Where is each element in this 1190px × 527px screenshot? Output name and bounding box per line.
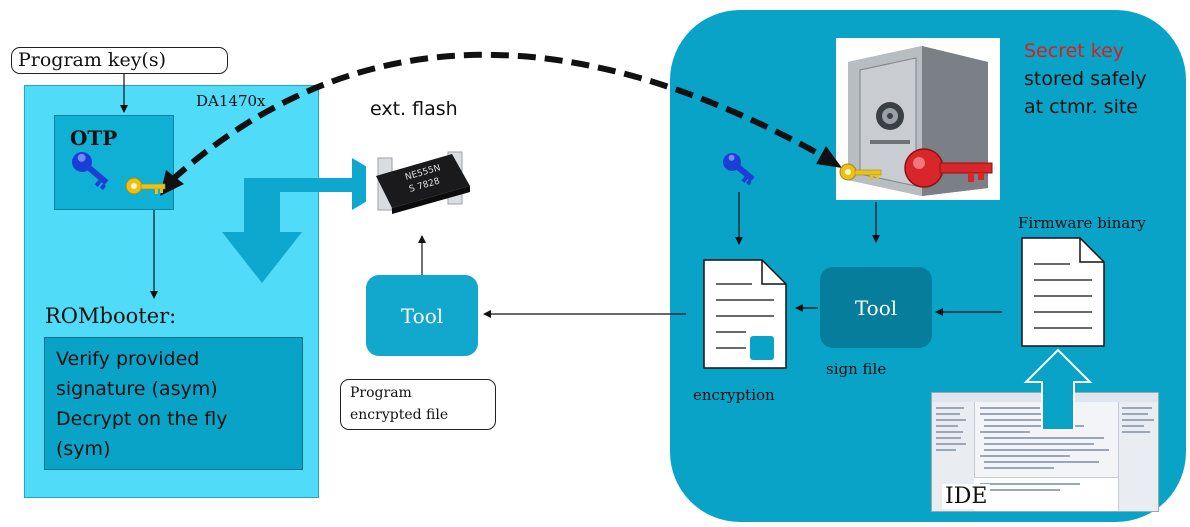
chip-icon: NE555N S 7828	[366, 144, 470, 228]
program-keys-label: Program key(s)	[18, 49, 167, 71]
tool-left-label: Tool	[400, 303, 444, 328]
verify-box	[44, 337, 303, 470]
gold-key-icon-safe	[839, 163, 882, 181]
program-encrypted-box	[340, 379, 496, 430]
dashed-arrowhead-right	[816, 146, 842, 168]
tool-right-label: Tool	[854, 295, 898, 320]
verify-line-2: signature (asym)	[56, 378, 218, 400]
sign-file-label: sign file	[826, 360, 887, 378]
dashed-arrowhead-left	[160, 170, 184, 196]
ext-flash-label: ext. flash	[370, 98, 458, 120]
stored-safely-text: stored safely at ctmr. site	[1024, 65, 1147, 121]
blue-key-icon-encryption	[723, 153, 755, 186]
verify-text: Verify provided signature (asym) Decrypt…	[56, 344, 228, 464]
blue-key-icon-otp	[72, 152, 109, 190]
program-keys-box	[11, 47, 228, 74]
ide-up-arrow	[1023, 348, 1093, 431]
firmware-binary-label: Firmware binary	[1018, 214, 1146, 232]
tool-left-box: Tool	[366, 275, 478, 356]
ide-label: IDE	[942, 484, 991, 509]
verify-line-3: Decrypt on the fly	[56, 408, 228, 430]
bent-transfer-arrow	[222, 158, 396, 283]
document-icon-encryption	[703, 259, 787, 369]
stored-line-2: at ctmr. site	[1024, 96, 1138, 118]
stored-line-1: stored safely	[1024, 68, 1147, 90]
gold-key-icon-otp	[125, 177, 166, 195]
dashed-key-transfer-arrow	[169, 51, 832, 183]
encryption-label: encryption	[693, 386, 775, 404]
verify-line-1: Verify provided	[56, 348, 200, 370]
secret-key-label: Secret key	[1024, 40, 1125, 62]
program-encrypted-line-2: encrypted file	[350, 407, 449, 423]
otp-label: OTP	[70, 126, 118, 150]
document-icon-firmware	[1021, 237, 1105, 347]
red-key-icon	[904, 148, 993, 188]
program-encrypted-text: Program encrypted file	[350, 382, 448, 426]
program-encrypted-line-1: Program	[350, 385, 412, 401]
verify-line-4: (sym)	[56, 438, 111, 460]
device-name-label: DA1470x	[196, 92, 266, 110]
rombooter-label: ROMbooter:	[45, 304, 177, 328]
tool-right-box: Tool	[820, 267, 932, 348]
